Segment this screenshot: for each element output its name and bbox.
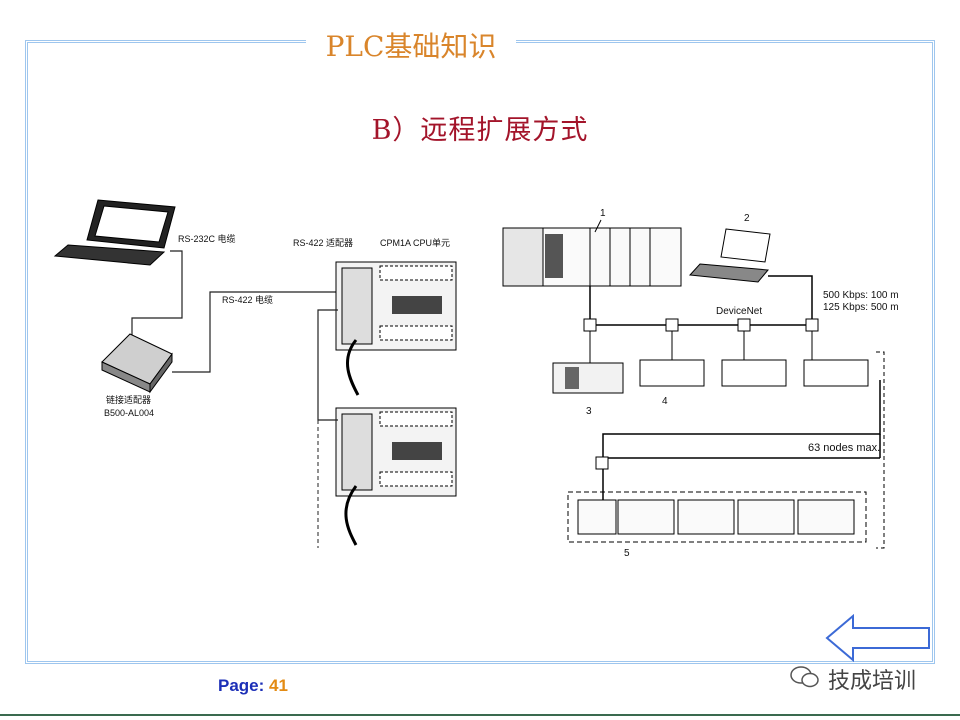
- page-number: Page: 41: [218, 676, 288, 696]
- nodes-max-label: 63 nodes max.: [808, 442, 880, 454]
- speed-label-2: 125 Kbps: 500 m: [823, 302, 899, 313]
- node-label-4: 4: [662, 396, 668, 407]
- remote-io-rack: [567, 491, 867, 543]
- left-arrow-icon: [825, 614, 930, 662]
- link-adapter-icon: [101, 333, 173, 394]
- plc-rack: [502, 227, 682, 287]
- rs422-adapter-label: RS-422 适配器: [293, 238, 353, 248]
- io-module-node: [639, 359, 869, 387]
- tap-box: [583, 318, 597, 332]
- page-label: Page:: [218, 676, 265, 695]
- devicenet-label: DeviceNet: [716, 306, 762, 317]
- bottom-rule: [0, 714, 960, 716]
- tap-box: [737, 318, 751, 332]
- cpu-unit-upper: [335, 261, 457, 396]
- node-label-2: 2: [744, 213, 750, 224]
- watermark-text: 技成培训: [828, 669, 917, 694]
- slave-plc-node: [552, 362, 624, 394]
- slide-subtitle: B）远程扩展方式: [371, 115, 589, 146]
- back-arrow-button[interactable]: [825, 614, 933, 662]
- speed-label-1: 500 Kbps: 100 m: [823, 290, 899, 301]
- laptop-node-icon: [688, 228, 771, 283]
- wechat-icon: [790, 666, 819, 688]
- rs422-cable: [172, 291, 338, 373]
- cpu-unit-lower: [335, 407, 457, 546]
- link-adapter-model: B500-AL004: [104, 408, 154, 418]
- node-label-3: 3: [586, 406, 592, 417]
- rs232-cable-label: RS-232C 电缆: [178, 233, 236, 244]
- rs232-cable: [131, 250, 183, 336]
- tap-box: [595, 456, 609, 470]
- laptop-icon: [53, 199, 176, 266]
- node-label-1: 1: [600, 208, 606, 219]
- tap-box: [805, 318, 819, 332]
- title-gap: [306, 36, 516, 48]
- tap-box: [665, 318, 679, 332]
- cpu-unit-label: CPM1A CPU单元: [380, 237, 450, 248]
- link-adapter-label: 链接适配器: [106, 394, 151, 405]
- rs422-cable-label: RS-422 电缆: [222, 294, 273, 305]
- node-label-5: 5: [624, 548, 630, 559]
- page-value: 41: [269, 676, 288, 695]
- slide-title: PLC基础知识: [325, 30, 497, 63]
